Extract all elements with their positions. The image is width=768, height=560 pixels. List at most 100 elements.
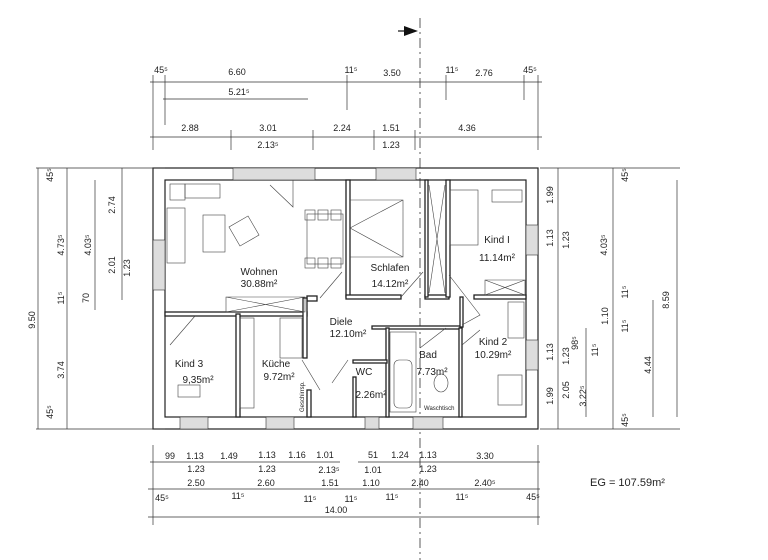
windows bbox=[152, 167, 539, 430]
dimension-label: 2.05 bbox=[561, 381, 571, 399]
fixture-label: Geschirrsp. bbox=[300, 381, 306, 412]
dimension-label: 11⁵ bbox=[455, 492, 468, 502]
dimension-label: 11⁵ bbox=[620, 319, 630, 332]
dimension-label: 3.74 bbox=[56, 361, 66, 379]
dimension-label: 11⁵ bbox=[303, 494, 316, 504]
dimension-label: 11⁵ bbox=[344, 494, 357, 504]
interior-walls bbox=[164, 179, 527, 418]
dimension-label: 11⁵ bbox=[590, 343, 600, 356]
dimension-label: 45⁵ bbox=[620, 413, 630, 427]
dimension-label: 1.10 bbox=[600, 307, 610, 325]
dimension-label: 2.76 bbox=[475, 68, 493, 78]
dimension-label: 99 bbox=[165, 451, 175, 461]
dimension-label: 2.13⁵ bbox=[257, 140, 279, 150]
room-name: Kind I bbox=[484, 235, 510, 246]
dimension-label: 1.51 bbox=[321, 478, 339, 488]
dimension-label: 45⁵ bbox=[523, 65, 537, 75]
dimension-label: 1.51 bbox=[382, 123, 400, 133]
dimension-label: 11⁵ bbox=[385, 492, 398, 502]
dimension-label: 2.50 bbox=[187, 478, 205, 488]
dimension-label: 6.60 bbox=[228, 67, 246, 77]
dimension-label: 4.36 bbox=[458, 123, 476, 133]
dimension-label: 1.99 bbox=[545, 387, 555, 405]
dimension-label: 14.00 bbox=[325, 505, 348, 515]
dimension-label: 2.40 bbox=[411, 478, 429, 488]
dimensions-right: 1.99 1.13 1.13 1.99 1.23 1.23 98⁵ 2.05 3… bbox=[545, 168, 671, 427]
dimension-label: 3.30 bbox=[476, 451, 494, 461]
dimensions-left: 9.50 45⁵ 45⁵ 4.73⁵ 11⁵ 3.74 4.03⁵ 70 2.7… bbox=[27, 168, 132, 419]
dimension-label: 3.01 bbox=[259, 123, 277, 133]
dimension-label: 11⁵ bbox=[56, 291, 66, 304]
room-bad: Bad 7.73m² bbox=[416, 350, 448, 378]
dimension-label: 2.60 bbox=[257, 478, 275, 488]
dimension-label: 45⁵ bbox=[526, 492, 540, 502]
dimension-label: 51 bbox=[368, 450, 378, 460]
dimension-label: 1.99 bbox=[545, 186, 555, 204]
dimension-label: 1.23 bbox=[187, 464, 205, 474]
room-area: 7.73m² bbox=[416, 367, 448, 378]
room-kind-3: Kind 39,35m² bbox=[175, 359, 214, 386]
dimension-label: 4.44 bbox=[643, 356, 653, 374]
room-name: Wohnen bbox=[240, 267, 277, 278]
room-name: Bad bbox=[419, 350, 437, 361]
dimension-label: 1.23 bbox=[561, 231, 571, 249]
dimension-label: 70 bbox=[81, 293, 91, 303]
room-area: 11.14m² bbox=[479, 253, 516, 264]
dimension-label: 11⁵ bbox=[620, 285, 630, 298]
dimension-label: 1.13 bbox=[258, 450, 276, 460]
dimension-label: 1.01 bbox=[316, 450, 334, 460]
room-name: Schlafen bbox=[371, 263, 410, 274]
dimension-label: 1.49 bbox=[220, 451, 238, 461]
room-name: Diele bbox=[330, 317, 353, 328]
dimension-label: 1.23 bbox=[122, 259, 132, 277]
dimension-label: 11⁵ bbox=[344, 65, 357, 75]
dimension-lines bbox=[36, 75, 680, 525]
dimension-label: 98⁵ bbox=[570, 336, 580, 350]
dimension-label: 1.23 bbox=[258, 464, 276, 474]
room-wc: WC 2.26m² bbox=[355, 367, 387, 401]
room-area: 10.29m² bbox=[475, 350, 512, 361]
dimension-label: 2.01 bbox=[107, 256, 117, 274]
dimension-label: 45⁵ bbox=[154, 65, 168, 75]
room-kueche: Küche 9.72m² bbox=[262, 359, 295, 383]
room-name: Küche bbox=[262, 359, 291, 370]
fixture-label: Waschtisch bbox=[424, 406, 454, 412]
dimension-label: 4.03⁵ bbox=[599, 234, 609, 256]
dimension-label: 1.01 bbox=[364, 465, 382, 475]
dimension-label: 2.13⁵ bbox=[318, 465, 340, 475]
dimension-label: 4.03⁵ bbox=[83, 234, 93, 256]
dimension-label: 1.23 bbox=[419, 464, 437, 474]
dimension-label: 1.23 bbox=[561, 347, 571, 365]
dimension-label: 1.23 bbox=[382, 140, 400, 150]
dimension-label: 45⁵ bbox=[45, 405, 55, 419]
dimension-label: 11⁵ bbox=[231, 491, 244, 501]
room-name: WC bbox=[356, 367, 373, 378]
dimension-label: 9.50 bbox=[27, 311, 37, 329]
room-area: 14.12m² bbox=[372, 279, 409, 290]
dimension-label: 11⁵ bbox=[445, 65, 458, 75]
dimension-label: 3.22⁵ bbox=[578, 385, 588, 407]
section-arrow-icon bbox=[398, 26, 418, 36]
room-area: 9,35m² bbox=[182, 375, 214, 386]
room-area: 30.88m² bbox=[241, 279, 278, 290]
dimension-label: 5.21⁵ bbox=[228, 87, 250, 97]
dimension-label: 1.13 bbox=[186, 451, 204, 461]
room-schlafen: Schlafen 14.12m² bbox=[371, 263, 410, 290]
dimension-label: 8.59 bbox=[661, 291, 671, 309]
dimension-label: 4.73⁵ bbox=[56, 234, 66, 256]
dimension-label: 2.74 bbox=[107, 196, 117, 214]
room-area: 2.26m² bbox=[355, 390, 387, 401]
room-kind-2: Kind 210.29m² bbox=[475, 337, 512, 361]
dimension-label: 2.24 bbox=[333, 123, 351, 133]
room-area: 12.10m² bbox=[330, 329, 367, 340]
dimension-label: 1.24 bbox=[391, 450, 409, 460]
room-area: 9.72m² bbox=[263, 372, 295, 383]
dimension-label: 1.13 bbox=[545, 343, 555, 361]
dimension-label: 45⁵ bbox=[155, 493, 169, 503]
dimension-label: 2.40⁵ bbox=[474, 478, 496, 488]
